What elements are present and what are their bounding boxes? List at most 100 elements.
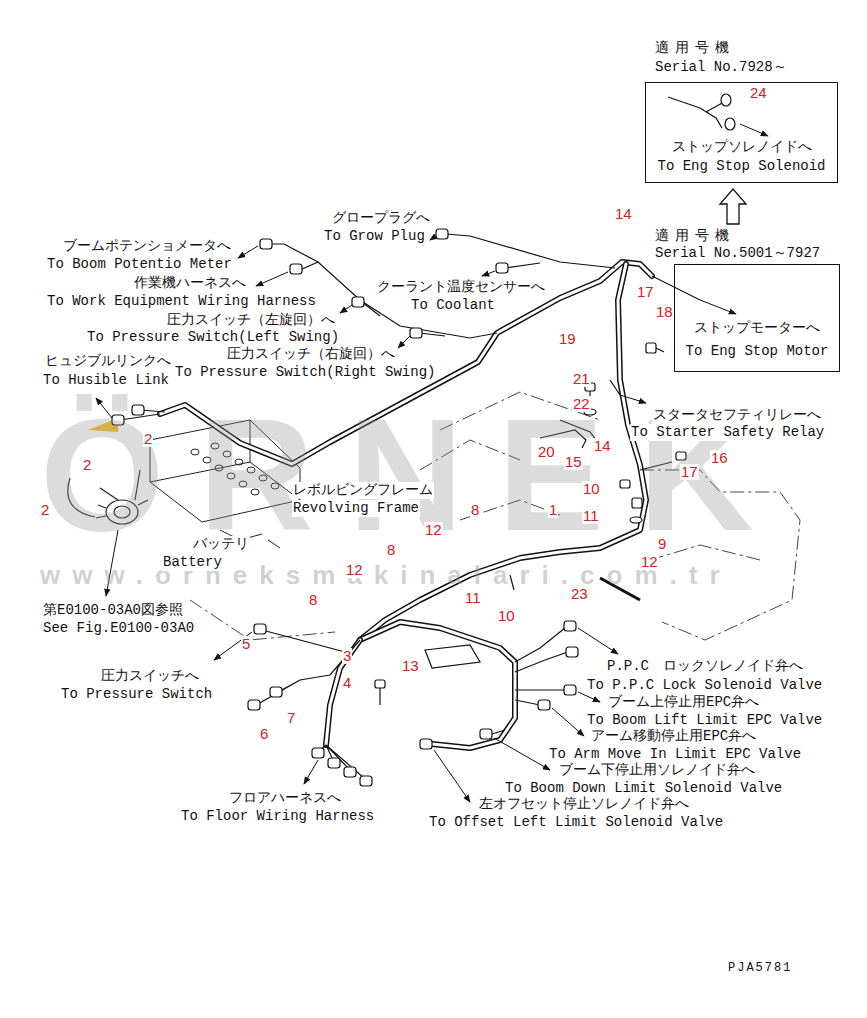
annotation-text: バッテリ <box>192 536 250 553</box>
callout-number: 7 <box>286 710 296 726</box>
inset-panel: 適用号機Serial No.7928～24ストップソレノイドへTo Eng St… <box>645 40 838 183</box>
callout-number: 1 <box>548 502 558 518</box>
connector <box>420 739 432 749</box>
harness-tube <box>360 622 515 748</box>
annotation-text: To Boom Potentio Meter <box>46 256 233 273</box>
connector <box>725 118 735 130</box>
wire <box>506 263 540 268</box>
annotation-text: アーム移動停止用EPC弁へ <box>590 728 757 745</box>
bolt-part <box>656 348 664 352</box>
bolt-part <box>425 645 480 668</box>
annotation-text: To Pressure Switch <box>60 686 213 703</box>
leader-arrow <box>482 271 495 276</box>
connector <box>352 297 364 307</box>
annotation-text: 第E0100-03A0図参照 <box>42 602 184 619</box>
annotation-text: ブーム下停止用ソレノイド弁へ <box>558 762 756 779</box>
callout-number: 3 <box>342 648 352 664</box>
harness-tube <box>326 640 360 745</box>
annotation-text: 圧力スイッチ（左旋回）へ <box>166 312 336 329</box>
leader-arrow <box>430 236 436 240</box>
annotation-text: To Floor Wiring Harness <box>180 808 375 825</box>
leader-arrow <box>434 750 470 802</box>
callout-number: 15 <box>564 454 583 470</box>
connector <box>344 767 356 777</box>
callout-number: 8 <box>386 542 396 558</box>
callout-number: 23 <box>570 586 589 602</box>
leader-arrow <box>340 305 352 313</box>
connector <box>410 328 422 338</box>
callout-number: 14 <box>614 206 633 222</box>
callout-number: 12 <box>640 554 659 570</box>
callout-number: 20 <box>537 444 556 460</box>
callout-number: 17 <box>636 284 655 300</box>
callout-number: 10 <box>582 481 601 497</box>
callout-number: 2 <box>40 502 50 518</box>
connector <box>248 700 260 710</box>
connector <box>436 229 448 239</box>
panel-text: ストップモーターへ <box>674 320 840 337</box>
wire <box>652 276 700 300</box>
annotation-text: See Fig.E0100-03A0 <box>42 620 195 637</box>
callout-number: 5 <box>241 636 251 652</box>
wire <box>262 630 345 652</box>
panel-text: ストップソレノイドへ <box>645 139 838 156</box>
connector <box>360 776 372 786</box>
wire <box>515 628 565 662</box>
bolt-part <box>375 680 385 688</box>
panel-text: To Eng Stop Solenoid <box>645 158 838 175</box>
leader-arrow <box>700 300 736 314</box>
annotation-text: To Coolant <box>410 297 496 314</box>
connector <box>566 647 578 657</box>
harness-tube <box>360 622 515 748</box>
wire <box>300 262 318 270</box>
panel-text: 適用号機 <box>655 40 735 57</box>
wire <box>515 652 568 672</box>
annotation-text: To P.P.C Lock Solenoid Valve <box>586 677 823 694</box>
connector <box>254 624 266 634</box>
bolt-part <box>379 688 380 705</box>
panel-text: To Eng Stop Motor <box>674 343 840 360</box>
wire <box>420 333 445 336</box>
annotation-text: To Husible Link <box>42 372 170 389</box>
callout-number: 18 <box>655 304 674 320</box>
annotation-text: To Boom Down Limit Solenoid Valve <box>504 780 783 797</box>
connector <box>290 264 302 274</box>
annotation-text: ブーム上停止用EPC弁へ <box>607 694 760 711</box>
leader-arrow <box>398 336 410 348</box>
wire <box>515 700 540 705</box>
annotation-text: フロアハーネスへ <box>228 790 342 807</box>
annotation-text: To Pressure Switch(Right Swing) <box>174 364 436 381</box>
callout-number: 13 <box>401 658 420 674</box>
leader-arrow <box>214 632 252 660</box>
annotation-text: To Boom Lift Limit EPC Valve <box>586 712 823 729</box>
annotation-text: To Offset Left Limit Solenoid Valve <box>428 814 724 831</box>
callout-number: 16 <box>710 450 729 466</box>
panel-text: Serial No.5001～7927 <box>655 245 820 262</box>
wire <box>362 302 380 316</box>
leader-arrow <box>740 124 768 136</box>
callout-number: 22 <box>572 396 591 412</box>
connector <box>328 758 340 768</box>
callout-number: 17 <box>680 464 699 480</box>
annotation-text: To Pressure Switch(Left Swing) <box>86 329 340 346</box>
leader-arrow <box>238 246 258 258</box>
callout-number: 12 <box>345 562 364 578</box>
annotation-text: To Work Equipment Wiring Harness <box>46 293 317 310</box>
annotation-text: 圧力スイッチへ <box>100 668 200 685</box>
annotation-text: Revolving Frame <box>292 500 420 517</box>
callout-number: 9 <box>657 536 667 552</box>
callout-number: 14 <box>593 438 612 454</box>
leader-arrow <box>304 760 318 784</box>
callout-number: 2 <box>82 457 92 473</box>
connector <box>480 729 492 739</box>
callout-number: 4 <box>342 675 352 691</box>
connector <box>564 621 576 631</box>
annotation-text: 左オフセット停止ソレノイド弁へ <box>478 796 690 813</box>
annotation-text: レボルビングフレーム <box>292 482 434 499</box>
wire <box>446 234 615 268</box>
annotation-text: クーラント温度センサーへ <box>376 279 546 296</box>
callout-number: 12 <box>424 522 443 538</box>
wire <box>515 689 565 690</box>
panel-text: 適用号機 <box>655 228 735 245</box>
connector <box>260 239 272 249</box>
